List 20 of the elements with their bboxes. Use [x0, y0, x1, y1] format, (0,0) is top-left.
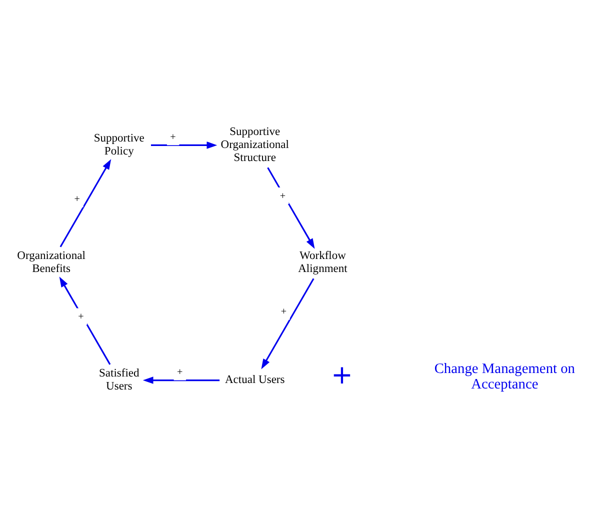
- arrow: [142, 376, 220, 384]
- edge-label: +: [78, 311, 84, 322]
- node-text: Supportive Policy: [94, 132, 144, 157]
- node-text: Actual Users: [224, 374, 285, 386]
- label: Change Management on Acceptance: [434, 360, 576, 392]
- edge-label: +: [170, 131, 176, 142]
- edge-label: +: [177, 366, 183, 378]
- label: +: [331, 360, 353, 390]
- arrow: [150, 141, 218, 148]
- node-text: Organizational Benefits: [17, 249, 86, 274]
- node-text: Supportive Organizational Structure: [220, 125, 289, 164]
- arrow: [267, 166, 315, 248]
- edge-label: +: [280, 190, 286, 202]
- edge-label: +: [74, 194, 80, 205]
- node-text: Satisfied Users: [98, 367, 140, 392]
- node-text: Workflow Alignment: [298, 249, 348, 274]
- arrow: [59, 276, 111, 364]
- arrow: [261, 278, 314, 369]
- edge-label: +: [280, 306, 287, 317]
- arrow: [60, 158, 112, 247]
